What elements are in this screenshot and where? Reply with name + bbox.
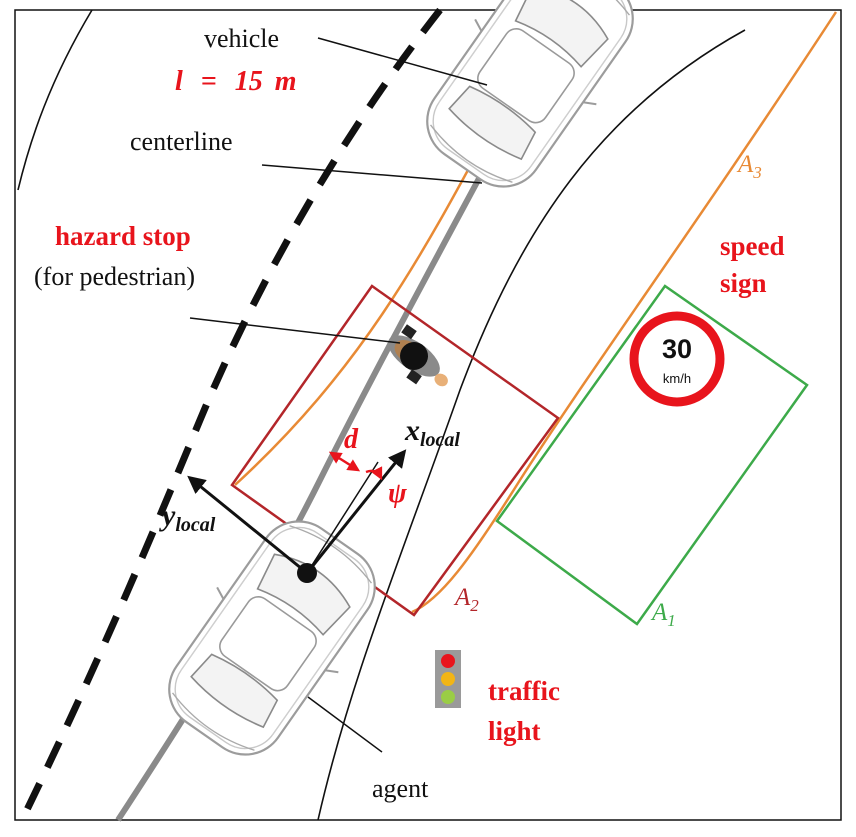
speed-sign-label-line1: speed bbox=[720, 231, 785, 261]
pedestrian-icon bbox=[388, 324, 448, 387]
road-right-edge bbox=[317, 29, 746, 821]
speed-sign-value: 30 bbox=[662, 334, 692, 364]
area-a3-label: A3 bbox=[736, 151, 762, 182]
traffic-light-icon bbox=[435, 650, 461, 708]
area-a3-boundary-right bbox=[411, 11, 838, 614]
figure-border bbox=[14, 9, 842, 821]
speed-limit-sign-icon: 30 km/h bbox=[629, 311, 725, 407]
offset-d-arrow bbox=[328, 451, 361, 472]
hazard-stop-label: hazard stop bbox=[55, 221, 191, 251]
area-a2-label: A2 bbox=[453, 584, 479, 615]
area-a3-boundary-left bbox=[234, 119, 497, 486]
area-a2-hazard-box bbox=[230, 284, 560, 617]
vehicle-label: vehicle bbox=[204, 24, 279, 53]
offset-d-label: d bbox=[344, 424, 359, 455]
traffic-light-label-line1: traffic bbox=[488, 676, 560, 706]
x-local-label: xlocal bbox=[404, 414, 460, 451]
y-local-axis-arrow bbox=[187, 475, 308, 575]
agent-origin-point bbox=[297, 563, 317, 583]
vehicle-length-label: l = 15 m bbox=[175, 66, 297, 97]
agent-car-icon bbox=[142, 497, 402, 779]
road-left-edge bbox=[17, 9, 93, 191]
heading-angle-arc bbox=[365, 466, 383, 481]
heading-reference-line bbox=[306, 461, 379, 574]
hazard-stop-note: (for pedestrian) bbox=[34, 262, 195, 291]
lane-divider-dashed bbox=[18, 7, 443, 822]
area-a1-label: A1 bbox=[650, 599, 676, 630]
speed-sign-label-line2: sign bbox=[720, 268, 767, 298]
x-local-axis-arrow bbox=[305, 449, 407, 574]
y-local-label: ylocal bbox=[159, 499, 216, 536]
area-a1-sign-box bbox=[495, 284, 809, 626]
vehicle-leader-line bbox=[317, 37, 488, 86]
traffic-light-label-line2: light bbox=[488, 716, 541, 746]
speed-sign-unit: km/h bbox=[663, 371, 691, 386]
hazard-stop-leader-line bbox=[189, 317, 401, 344]
heading-psi-label: ψ bbox=[388, 478, 407, 509]
centerline-label: centerline bbox=[130, 127, 233, 156]
centerline-leader-line bbox=[261, 164, 483, 184]
agent-label: agent bbox=[372, 774, 429, 803]
agent-leader-line bbox=[307, 696, 383, 753]
vehicle-car-icon bbox=[400, 0, 660, 211]
